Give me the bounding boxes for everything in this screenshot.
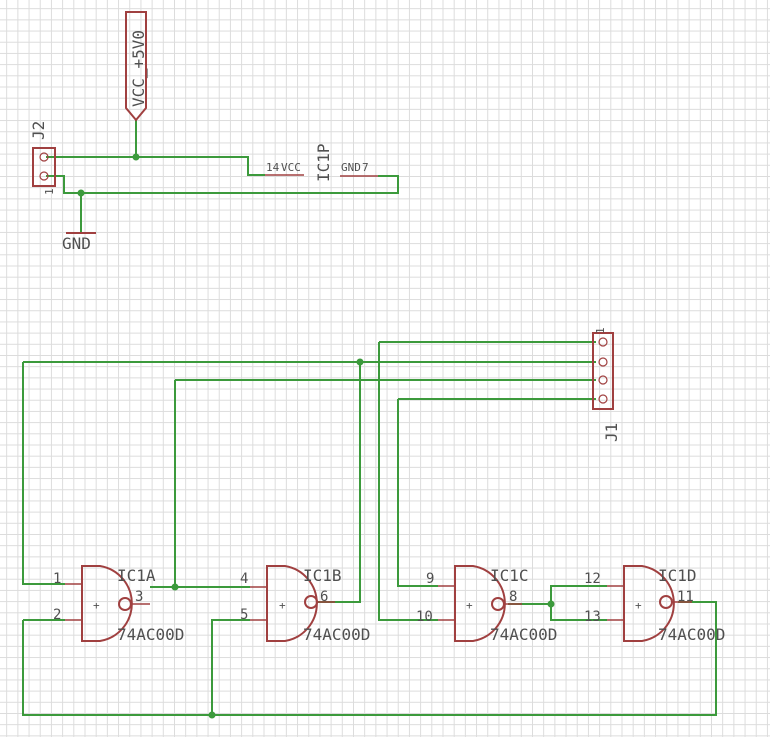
gate-plus-sign: + (466, 599, 473, 612)
j1-body (592, 332, 614, 410)
j2-body (32, 147, 56, 187)
gate-plus-sign: + (635, 599, 642, 612)
nand-gate-icon (623, 565, 675, 642)
wire-net-f[interactable] (22, 601, 717, 716)
inverter-bubble-icon (659, 595, 673, 609)
pin-pad-icon (598, 337, 608, 347)
ic1a-in1-pin: 1 (53, 571, 61, 587)
junctions (77, 153, 555, 719)
junction-dot (356, 358, 364, 366)
wires (22, 120, 717, 716)
ic1b-name: IC1B (303, 566, 342, 585)
ic1b-out-pin: 6 (320, 589, 328, 605)
inverter-bubble-icon (304, 595, 318, 609)
ic1p-name: IC1P (314, 143, 333, 182)
gate-plus-sign: + (93, 599, 100, 612)
junction-dot (77, 189, 85, 197)
gate-plus-sign: + (279, 599, 286, 612)
junction-dot (547, 600, 555, 608)
connector-j1[interactable]: J1 1 (592, 327, 621, 442)
nand-gate-icon (266, 565, 318, 642)
wire-gnd[interactable] (46, 175, 399, 233)
vcc-flag-icon (125, 11, 147, 122)
ic1c-in1-pin: 9 (426, 571, 434, 587)
wire-net-c[interactable] (378, 341, 596, 621)
ic1p-vcc-pin-name: VCC (281, 161, 301, 174)
ic1a-name: IC1A (117, 566, 156, 585)
ic1a-out-pin: 3 (135, 589, 143, 605)
junction-dot (171, 583, 179, 591)
wire-net-e[interactable] (508, 585, 607, 621)
pin-pad-icon (598, 375, 608, 385)
gnd-label: GND (62, 234, 91, 253)
pin-pad-icon (598, 357, 608, 367)
ic1d-in1-pin: 12 (584, 571, 601, 587)
inverter-bubble-icon (491, 597, 505, 611)
ic1b-value: 74AC00D (303, 625, 370, 644)
ic1p-gnd-pin-name: GND (341, 161, 361, 174)
nand-gate-ic1c[interactable]: + 9 10 8 IC1C 74AC00D (416, 565, 557, 644)
nand-gate-ic1d[interactable]: + 12 13 11 IC1D 74AC00D (584, 565, 725, 644)
ic1p-gnd-pin-number: 7 (362, 161, 369, 174)
junction-dot (208, 711, 216, 719)
gnd-supply[interactable]: GND (62, 232, 96, 253)
ic1b-in2-pin: 5 (240, 607, 248, 623)
nand-gate-icon (454, 565, 506, 642)
vcc-supply[interactable]: VCC_+5V0 (125, 11, 148, 122)
wire-net-b[interactable] (150, 379, 596, 588)
ic1d-name: IC1D (658, 566, 697, 585)
ic1a-value: 74AC00D (117, 625, 184, 644)
ic1c-name: IC1C (490, 566, 529, 585)
nand-gate-ic1a[interactable]: + 1 2 3 IC1A 74AC00D (53, 565, 184, 644)
ic1d-in2-pin: 13 (584, 609, 601, 625)
power-unit-ic1p[interactable]: 14 VCC GND 7 IC1P (265, 143, 378, 182)
wire-net-d[interactable] (397, 398, 596, 587)
j2-name: J2 (29, 121, 48, 140)
nand-gate-icon (81, 565, 133, 642)
j1-pin1-label: 1 (594, 327, 607, 334)
connector-j2[interactable]: J2 1 (29, 121, 56, 195)
nand-gate-ic1b[interactable]: + 4 5 6 IC1B 74AC00D (240, 565, 370, 644)
ic1b-in1-pin: 4 (240, 571, 248, 587)
junction-dot (132, 153, 140, 161)
ic1c-out-pin: 8 (509, 589, 517, 605)
ic1d-value: 74AC00D (658, 625, 725, 644)
inverter-bubble-icon (118, 597, 132, 611)
j2-pin1-label: 1 (43, 188, 56, 195)
pin-pad-icon (39, 152, 49, 162)
vcc-label: VCC_+5V0 (129, 30, 148, 107)
ic1d-out-pin: 11 (677, 589, 694, 605)
j1-name: J1 (602, 423, 621, 442)
ic1p-vcc-pin-number: 14 (266, 161, 280, 174)
wire-vcc[interactable] (46, 120, 265, 176)
pin-pad-icon (39, 171, 49, 181)
ic1c-value: 74AC00D (490, 625, 557, 644)
ic1c-in2-pin: 10 (416, 609, 433, 625)
ic1a-in2-pin: 2 (53, 607, 61, 623)
pin-pad-icon (598, 394, 608, 404)
